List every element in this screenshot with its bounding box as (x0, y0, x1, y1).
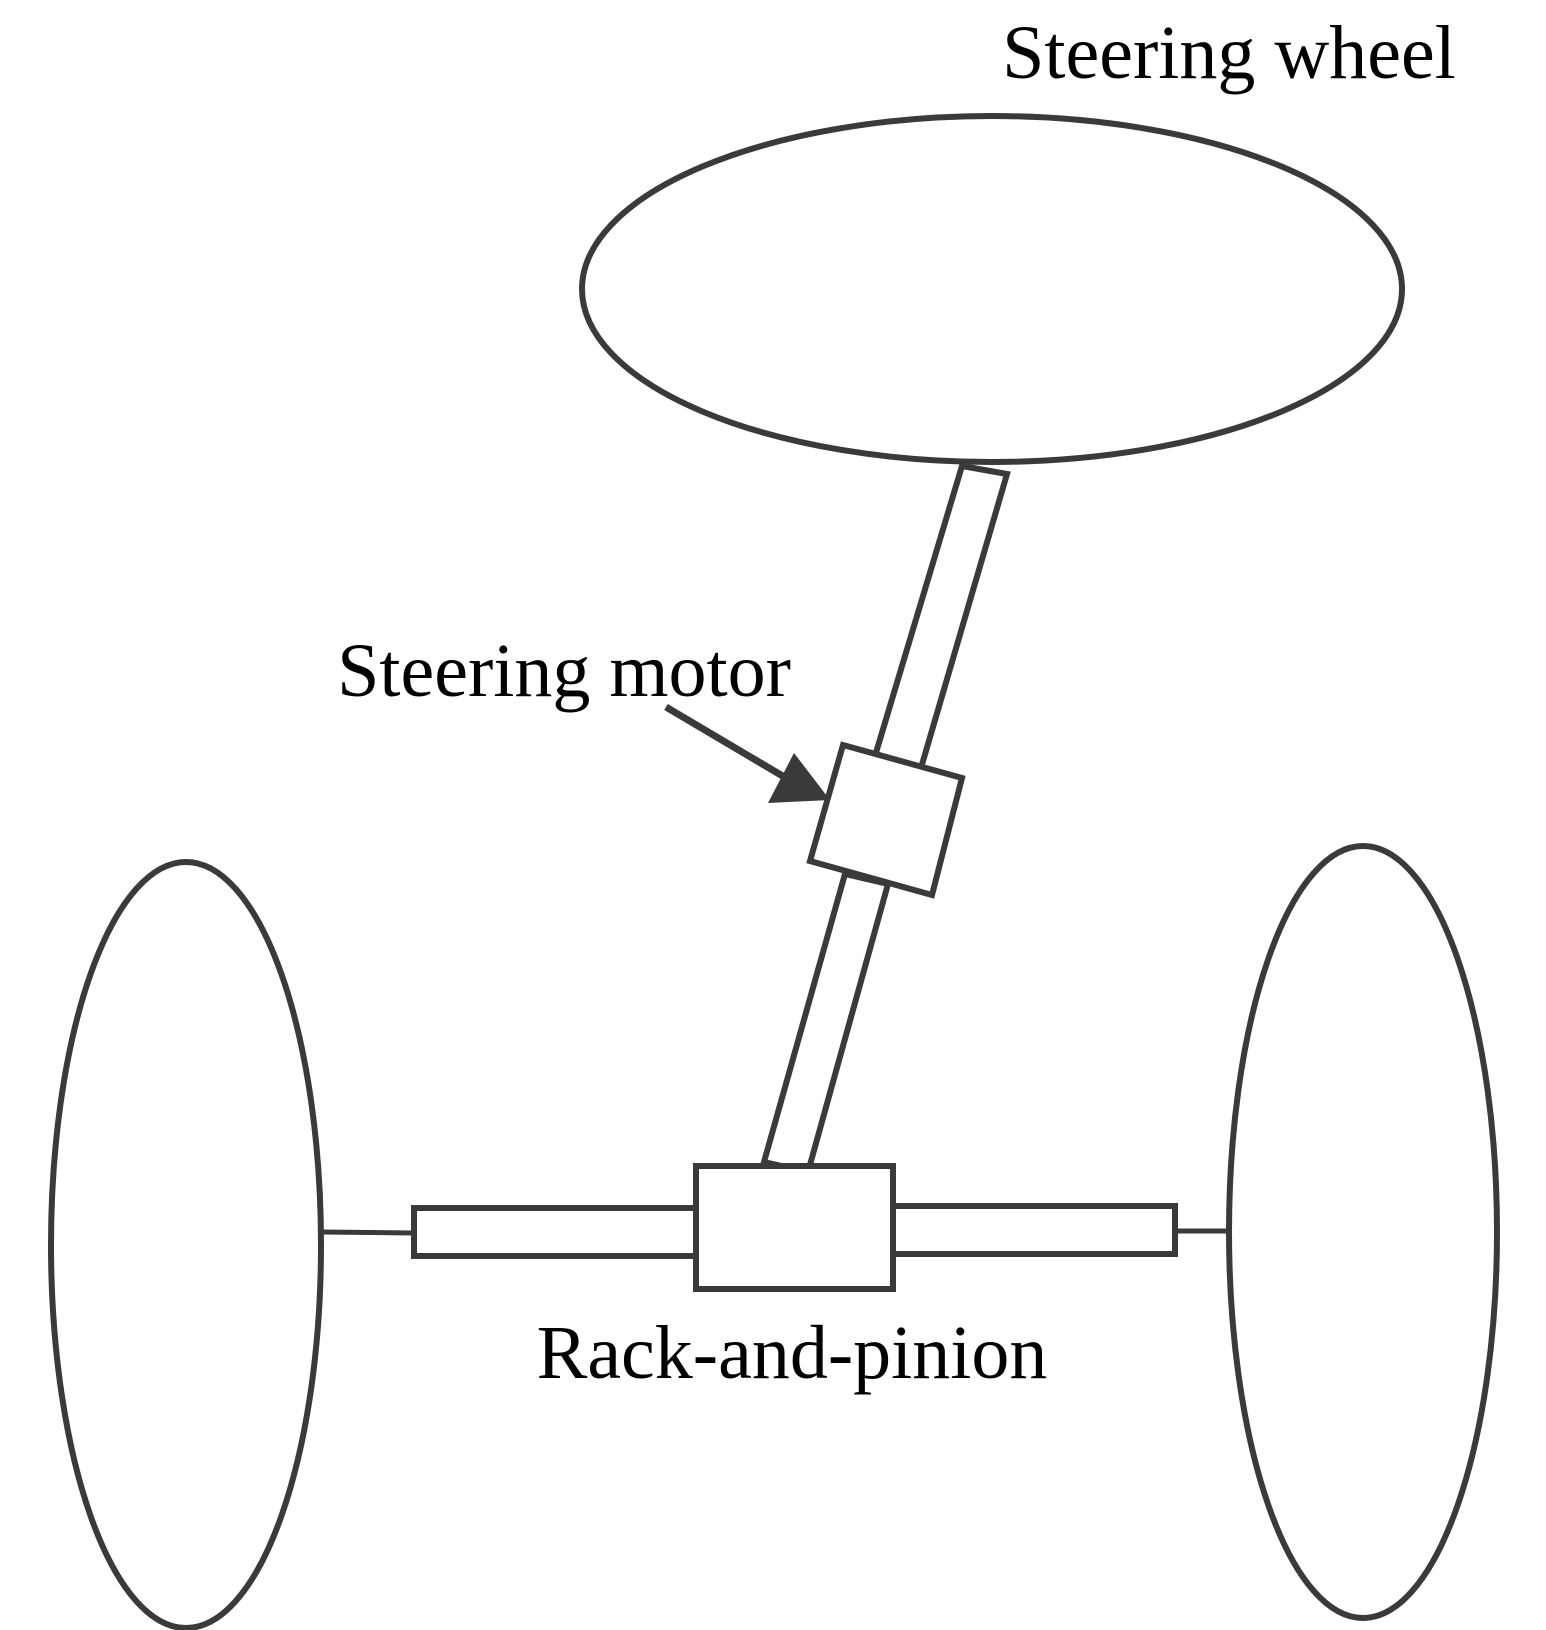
steering-wheel (579, 113, 1405, 465)
rack-left-bar (411, 1205, 699, 1259)
steering-motor-label: Steering motor (337, 629, 791, 713)
rack-right-bar (890, 1203, 1178, 1257)
right-wheel (1226, 843, 1500, 1621)
steering-column-lower (760, 870, 892, 1176)
pinion-housing (693, 1163, 896, 1292)
steering-wheel-label: Steering wheel (1002, 11, 1456, 95)
steering-motor-arrow-line (664, 703, 788, 782)
steering-motor (806, 741, 966, 899)
steering-motor-arrow-head (768, 753, 830, 803)
steering-column-upper (871, 462, 1011, 772)
left-tie-rod (321, 1229, 415, 1236)
left-wheel (48, 859, 324, 1630)
rack-and-pinion-label: Rack-and-pinion (537, 1311, 1048, 1395)
